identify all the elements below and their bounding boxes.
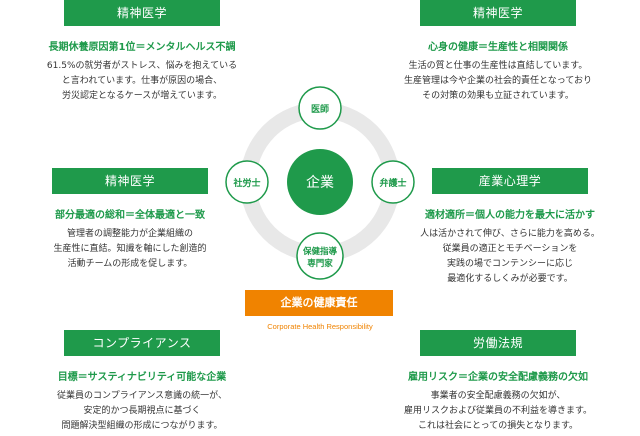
block-text-line: 活動チームの形成を促します。: [67, 259, 193, 269]
block-text-line: 生産性に直結。知識を軸にした創造的: [53, 244, 207, 254]
block-text-line: その対策の効果も立証されています。: [422, 91, 574, 101]
block-text-line: 最適化するしくみが必要です。: [447, 274, 573, 284]
block-label: コンプライアンス: [64, 330, 220, 356]
block-text-line: 生活の質と仕事の生産性は直結しています。: [408, 61, 588, 71]
block-psychiatry-top-right: 精神医学 心身の健康＝生産性と相関関係 生活の質と仕事の生産性は直結しています。…: [380, 0, 616, 104]
block-heading: 部分最適の総和＝全体最適と一致: [55, 210, 205, 221]
node-right: [371, 160, 415, 204]
node-bottom-label-1: 保健指導: [302, 246, 338, 257]
node-left: [225, 160, 269, 204]
block-text-line: 雇用リスクおよび従業員の不利益を導きます。: [403, 406, 593, 416]
block-heading: 雇用リスク＝企業の安全配慮義務の欠如: [408, 372, 588, 383]
block-text-line: 生産管理は今や企業の社会的責任となっており: [403, 76, 592, 86]
node-top-label: 医師: [311, 103, 329, 115]
block-heading: 目標＝サスティナビリティ可能な企業: [57, 372, 227, 383]
block-text-line: 従業員のコンプライアンス意識の統一が、: [56, 391, 227, 401]
block-text-line: 安定的かつ長期視点に基づく: [83, 406, 201, 416]
block-labor-law: 労働法規 雇用リスク＝企業の安全配慮義務の欠如 事業者の安全配慮義務の欠如が、 …: [380, 330, 616, 434]
block-text-line: 労災認定となるケースが増えています。: [62, 91, 222, 101]
block-compliance: コンプライアンス 目標＝サスティナビリティ可能な企業 従業員のコンプライアンス意…: [24, 330, 260, 434]
block-heading: 長期休養原因第1位＝メンタルヘルス不調: [48, 42, 236, 53]
corporate-health-responsibility-subtitle: Corporate Health Responsibility: [267, 322, 373, 331]
node-bottom: [296, 232, 344, 280]
node-left-label: 社労士: [232, 177, 260, 189]
block-text-line: 人は活かされて伸び、さらに能力を高める。: [420, 229, 600, 239]
corporate-health-responsibility-badge: 企業の健康責任: [245, 290, 393, 316]
block-industrial-psychology: 産業心理学 適材適所＝個人の能力を最大に活かす 人は活かされて伸び、さらに能力を…: [392, 168, 628, 287]
block-label: 精神医学: [52, 168, 208, 194]
block-label: 精神医学: [420, 0, 576, 26]
node-bottom-label-2: 専門家: [307, 258, 333, 269]
center-circle: [287, 149, 353, 215]
block-psychiatry-top-left: 精神医学 長期休養原因第1位＝メンタルヘルス不調 61.5%の就労者がストレス、…: [24, 0, 260, 104]
node-top: [298, 86, 342, 130]
block-text-line: これは社会にとっての損失となります。: [417, 421, 579, 431]
block-heading: 心身の健康＝生産性と相関関係: [428, 42, 568, 53]
block-text-line: と言われています。仕事が原因の場合、: [61, 76, 223, 86]
block-psychiatry-mid-left: 精神医学 部分最適の総和＝全体最適と一致 管理者の調整能力が企業組織の 生産性に…: [12, 168, 248, 272]
block-label: 産業心理学: [432, 168, 588, 194]
block-text-line: 実践の場でコンテンシーに応じ: [446, 259, 573, 269]
block-text-line: 管理者の調整能力が企業組織の: [66, 229, 193, 239]
block-label: 精神医学: [64, 0, 220, 26]
block-text-line: 従業員の適正とモチベーションを: [442, 244, 578, 254]
block-label: 労働法規: [420, 330, 576, 356]
block-text-line: 61.5%の就労者がストレス、悩みを抱えている: [46, 61, 238, 71]
block-text-line: 事業者の安全配慮義務の欠如が、: [430, 391, 566, 401]
block-heading: 適材適所＝個人の能力を最大に活かす: [425, 210, 595, 221]
block-text-line: 問題解決型組織の形成につながります。: [61, 421, 223, 431]
center-label: 企業: [306, 174, 334, 191]
node-right-label: 弁護士: [379, 177, 406, 189]
